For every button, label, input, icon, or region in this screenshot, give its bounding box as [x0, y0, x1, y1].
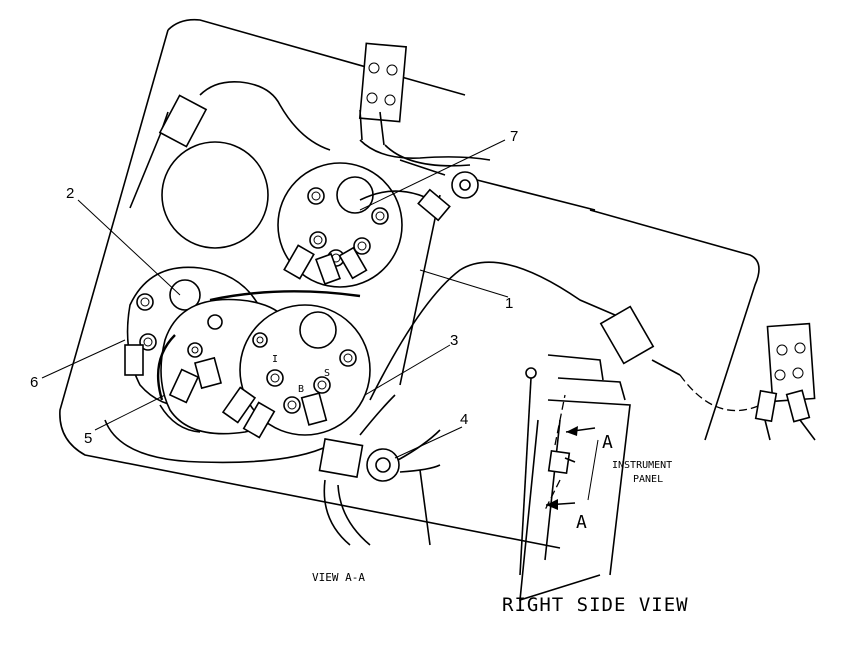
wire-1 — [369, 261, 816, 441]
callout-3: 3 — [450, 332, 458, 349]
terminal-mark-i: I — [272, 354, 278, 365]
right-side-view — [519, 354, 631, 602]
callout-5: 5 — [84, 430, 92, 447]
leader-lines — [41, 139, 509, 459]
callout-4: 4 — [460, 411, 468, 428]
section-a-bottom: A — [576, 512, 587, 533]
top-connector — [129, 42, 491, 209]
panel-hole — [161, 141, 269, 249]
instrument-panel-line2: PANEL — [633, 474, 663, 485]
harness-strand — [159, 404, 201, 433]
callout-7: 7 — [510, 128, 518, 145]
terminal-mark-s: S — [324, 368, 330, 379]
callout-6: 6 — [30, 374, 38, 391]
upper-gauge — [277, 162, 596, 288]
terminal-mark-b: B — [298, 384, 304, 395]
callout-1: 1 — [505, 295, 513, 312]
instrument-panel-line1: INSTRUMENT — [612, 460, 672, 471]
right-side-view-title: RIGHT SIDE VIEW — [502, 594, 689, 616]
mounting-plate — [59, 18, 760, 549]
switch-gauge: I B S — [221, 304, 371, 439]
ground-lug — [318, 394, 441, 546]
view-label: VIEW A-A — [312, 571, 365, 584]
harness-wrap — [104, 419, 331, 464]
section-a-top: A — [602, 432, 613, 453]
callout-2: 2 — [66, 185, 74, 202]
